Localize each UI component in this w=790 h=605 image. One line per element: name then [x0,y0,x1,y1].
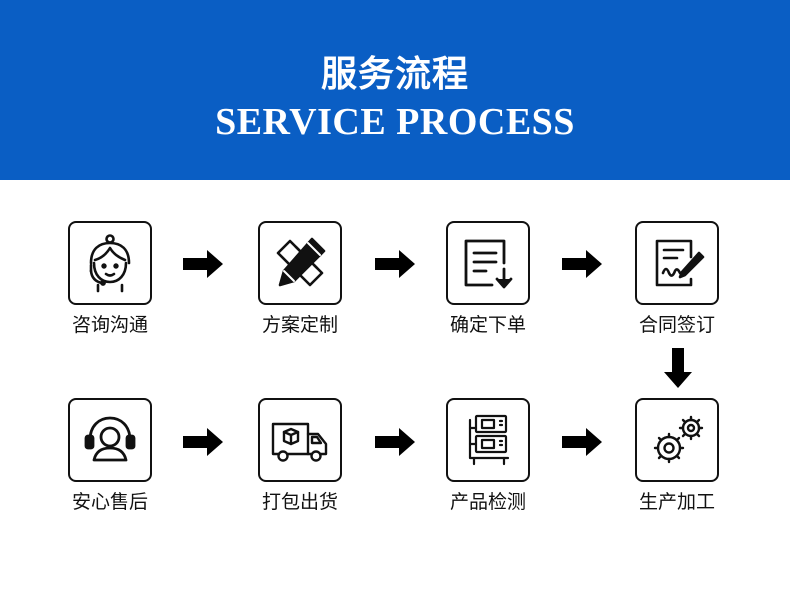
step-label: 产品检测 [449,491,526,513]
after-sales-headset-icon [84,416,136,462]
title-chinese: 服务流程 [320,53,469,95]
step-inspection [446,398,530,482]
contract-sign-icon [655,239,705,287]
arrow-right-icon [183,250,223,278]
arrow-right-icon [375,428,415,456]
step-after-sales [68,398,152,482]
inspection-equipment-icon [468,414,510,466]
customer-service-agent-icon [89,234,131,293]
step-label: 合同签订 [638,314,715,336]
header-banner: 服务流程 SERVICE PROCESS [0,0,790,180]
arrow-right-icon [562,428,602,456]
step-production [635,398,719,482]
step-label: 方案定制 [261,314,338,336]
step-order [446,221,530,305]
step-label: 打包出货 [261,491,338,513]
gears-icon [653,415,704,464]
arrow-right-icon [375,250,415,278]
ruler-pencil-icon [276,237,326,287]
arrow-right-icon [183,428,223,456]
arrow-right-icon [562,250,602,278]
delivery-truck-icon [271,422,328,462]
step-shipping [258,398,342,482]
step-plan [258,221,342,305]
title-english: SERVICE PROCESS [215,101,575,143]
step-label: 生产加工 [638,491,715,513]
step-consult [68,221,152,305]
step-label: 安心售后 [71,491,148,513]
step-contract [635,221,719,305]
step-label: 咨询沟通 [71,314,148,336]
step-label: 确定下单 [449,314,526,336]
order-download-icon [464,239,513,289]
arrow-down-icon [664,348,692,388]
